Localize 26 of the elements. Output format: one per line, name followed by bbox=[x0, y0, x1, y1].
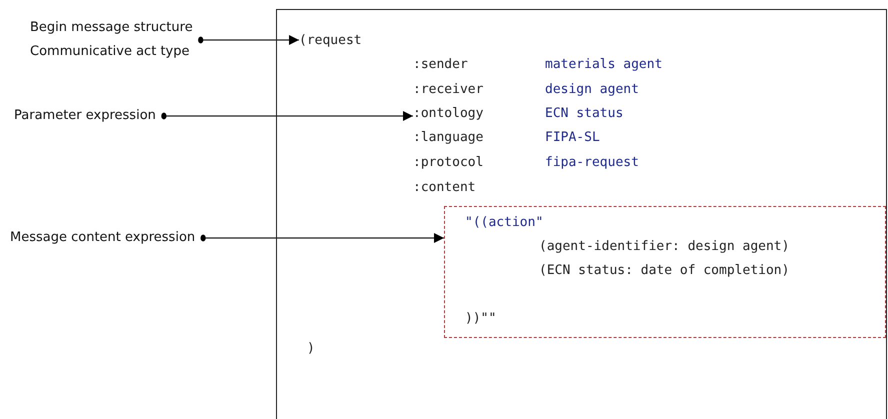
code-line: :content bbox=[413, 180, 476, 195]
annotation-text: Message content expression bbox=[10, 229, 196, 247]
leader-arrow bbox=[200, 233, 444, 243]
annotation-text: Parameter expression bbox=[14, 107, 156, 125]
parameter-name: :ontology bbox=[413, 105, 484, 123]
parameter-name: :receiver bbox=[413, 81, 484, 99]
code-line: "((action" bbox=[465, 214, 544, 232]
parameter-name: :language bbox=[413, 129, 484, 147]
code-line: ) bbox=[307, 341, 315, 356]
leader-arrow bbox=[161, 111, 414, 121]
parameter-name: :sender bbox=[413, 56, 469, 74]
code-line: (ECN status: date of completion) bbox=[539, 262, 790, 280]
parameter-value: FIPA-SL bbox=[545, 129, 600, 147]
parameter-value: fipa-request bbox=[545, 154, 639, 172]
content-box bbox=[444, 206, 886, 338]
annotation-text: Begin message structure bbox=[30, 19, 193, 37]
annotation-text: Communicative act type bbox=[30, 43, 190, 61]
parameter-value: design agent bbox=[545, 81, 639, 99]
parameter-name: :protocol bbox=[413, 154, 484, 172]
parameter-value: materials agent bbox=[545, 56, 662, 74]
parameter-value: ECN status bbox=[545, 105, 624, 123]
leader-arrow bbox=[198, 35, 300, 45]
message-frame bbox=[276, 9, 887, 419]
code-line: ))"" bbox=[465, 310, 496, 328]
code-line: (request bbox=[299, 33, 362, 48]
code-line: (agent-identifier: design agent) bbox=[539, 238, 790, 256]
